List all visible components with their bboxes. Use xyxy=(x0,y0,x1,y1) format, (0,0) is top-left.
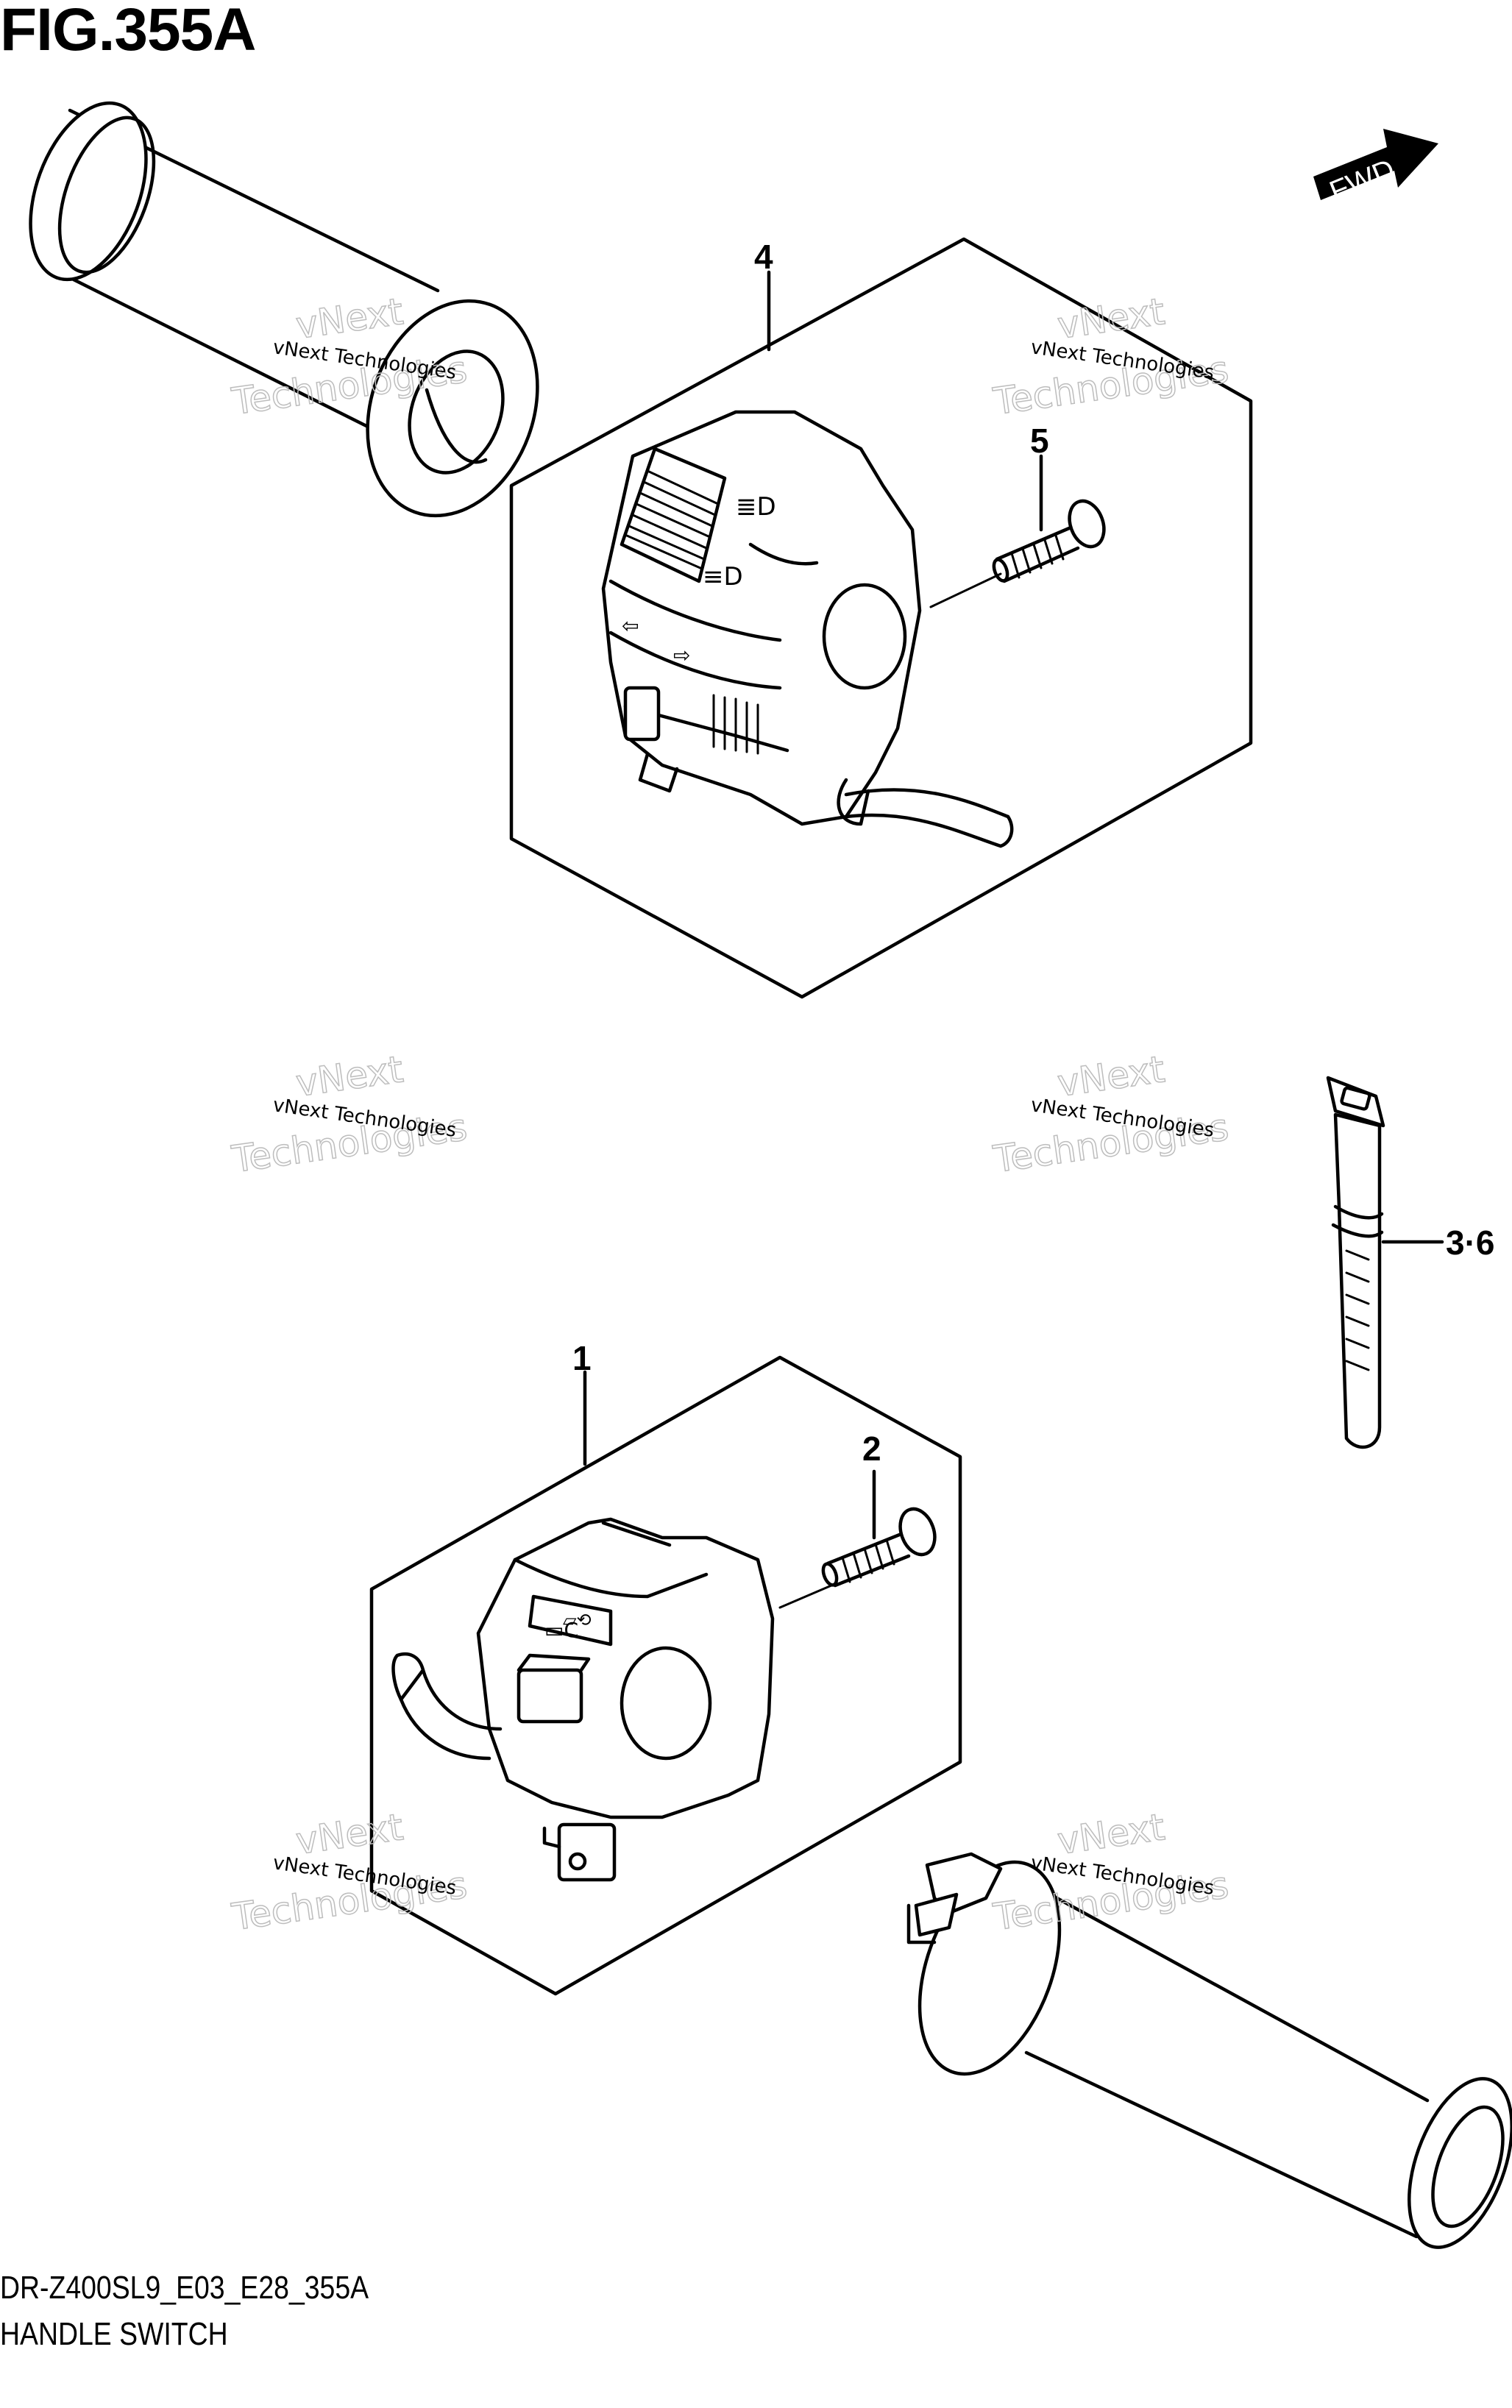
part-4-box xyxy=(509,237,1253,999)
cable-tie-icon xyxy=(1326,1076,1385,1449)
screw-part-2-icon xyxy=(821,1507,937,1588)
fwd-arrow-icon: FWD xyxy=(1313,129,1438,208)
turn-right-symbol: ⇨ xyxy=(673,643,690,667)
watermark-text: vNext xyxy=(294,1048,406,1105)
callout-part-2: 2 xyxy=(862,1429,881,1468)
right-handle-switch-icon: ▭C ▱⟲ xyxy=(391,1517,775,1882)
watermark-text: vNext xyxy=(294,1805,406,1863)
figure-title: FIG.355A xyxy=(0,0,256,63)
part-1-box xyxy=(369,1355,962,1996)
callout-part-1: 1 xyxy=(572,1339,592,1377)
part-1-group: 1 ▭C ▱⟲ 2 xyxy=(369,1339,962,1996)
watermark-text: vNext xyxy=(1055,1805,1168,1863)
callout-part-4: 4 xyxy=(754,238,773,276)
turn-left-symbol: ⇦ xyxy=(622,614,639,638)
headlight-low-symbol: ≡D xyxy=(703,562,743,592)
throttle-grip-icon xyxy=(906,1852,1512,2249)
part-4-group: 4 ≣D ≡D ⇦ ⇨ xyxy=(509,237,1253,999)
watermark-text: vNext xyxy=(294,290,406,347)
left-grip-icon xyxy=(29,101,539,518)
kill-switch-symbol: ▭C xyxy=(544,1618,578,1642)
watermark-text: vNext xyxy=(1055,1048,1168,1105)
screw-part-5-icon xyxy=(992,499,1106,583)
start-switch-symbol: ▱⟲ xyxy=(563,1610,592,1630)
callout-part-3-6: 3·6 xyxy=(1446,1223,1494,1262)
left-handle-switch-icon: ≣D ≡D ⇦ ⇨ xyxy=(601,410,1014,848)
model-code: DR-Z400SL9_E03_E28_355A xyxy=(0,2270,369,2306)
headlight-high-symbol: ≣D xyxy=(736,492,776,522)
section-name: HANDLE SWITCH xyxy=(0,2316,228,2352)
callout-part-5: 5 xyxy=(1030,422,1049,460)
